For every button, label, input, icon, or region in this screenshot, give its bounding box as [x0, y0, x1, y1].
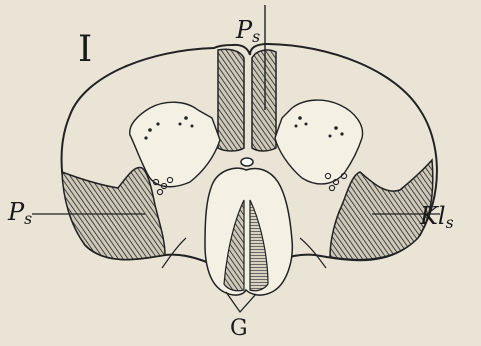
label-ps-top: Ps — [236, 18, 260, 45]
panel-label: I — [78, 32, 92, 68]
label-g-bottom: G — [230, 318, 248, 340]
ventral-lobes — [205, 168, 292, 295]
right-lateral-hatched-region — [330, 160, 433, 260]
central-canal — [241, 158, 253, 166]
right-grey-horn — [275, 100, 363, 184]
label-ps-left: Ps — [8, 200, 32, 227]
label-kls-right: Kls — [420, 204, 454, 231]
dorsal-column-right — [252, 50, 276, 151]
dorsal-column-left — [218, 49, 244, 151]
